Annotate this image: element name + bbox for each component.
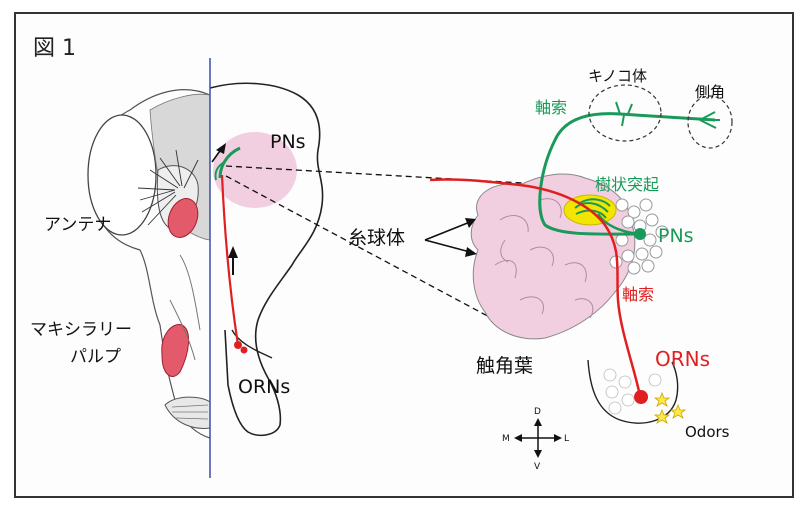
glomeruli-label: 糸球体 — [348, 227, 405, 249]
lateral-horn — [688, 96, 732, 148]
glomeruli-arrow-2 — [465, 247, 477, 257]
orn-cell-body-right — [634, 390, 648, 404]
orn-axon-label: 軸索 — [622, 285, 654, 304]
pn-axon-label: 軸索 — [535, 98, 567, 117]
orns-label-left: ORNs — [238, 376, 290, 398]
lateral-horn-label: 側角 — [695, 83, 725, 101]
fly-head-drawing — [88, 90, 210, 438]
maxillary-label-line2: パルプ — [70, 347, 121, 367]
compass-dorsal: D — [534, 407, 541, 417]
pns-label-left: PNs — [270, 131, 306, 153]
orns-label-right: ORNs — [655, 347, 710, 371]
pns-label-right: PNs — [658, 225, 694, 247]
compass-ventral: V — [534, 462, 541, 472]
dendrite-label: 樹状突起 — [595, 175, 659, 194]
compass-medial: M — [502, 434, 510, 444]
antennal-lobe-label: 触角葉 — [476, 355, 533, 377]
orn-cell-body-left-1 — [234, 341, 242, 349]
odor-stars — [655, 393, 685, 423]
orn-cell-body-left-2 — [241, 347, 248, 354]
mushroom-body-label: キノコ体 — [588, 67, 647, 85]
orn-sac-cells — [604, 369, 661, 414]
compass-lateral: L — [564, 434, 569, 444]
orientation-compass: D V M L — [502, 407, 569, 472]
maxillary-palp — [162, 325, 189, 377]
figure-label: 図 1 — [33, 36, 76, 61]
pn-cell-body — [634, 228, 646, 240]
proboscis — [165, 397, 210, 428]
antenna-label: アンテナ — [44, 215, 111, 235]
maxillary-label-line1: マキシラリー — [30, 320, 132, 340]
orn-direction-arrow — [228, 246, 238, 258]
odors-label: Odors — [685, 423, 730, 441]
